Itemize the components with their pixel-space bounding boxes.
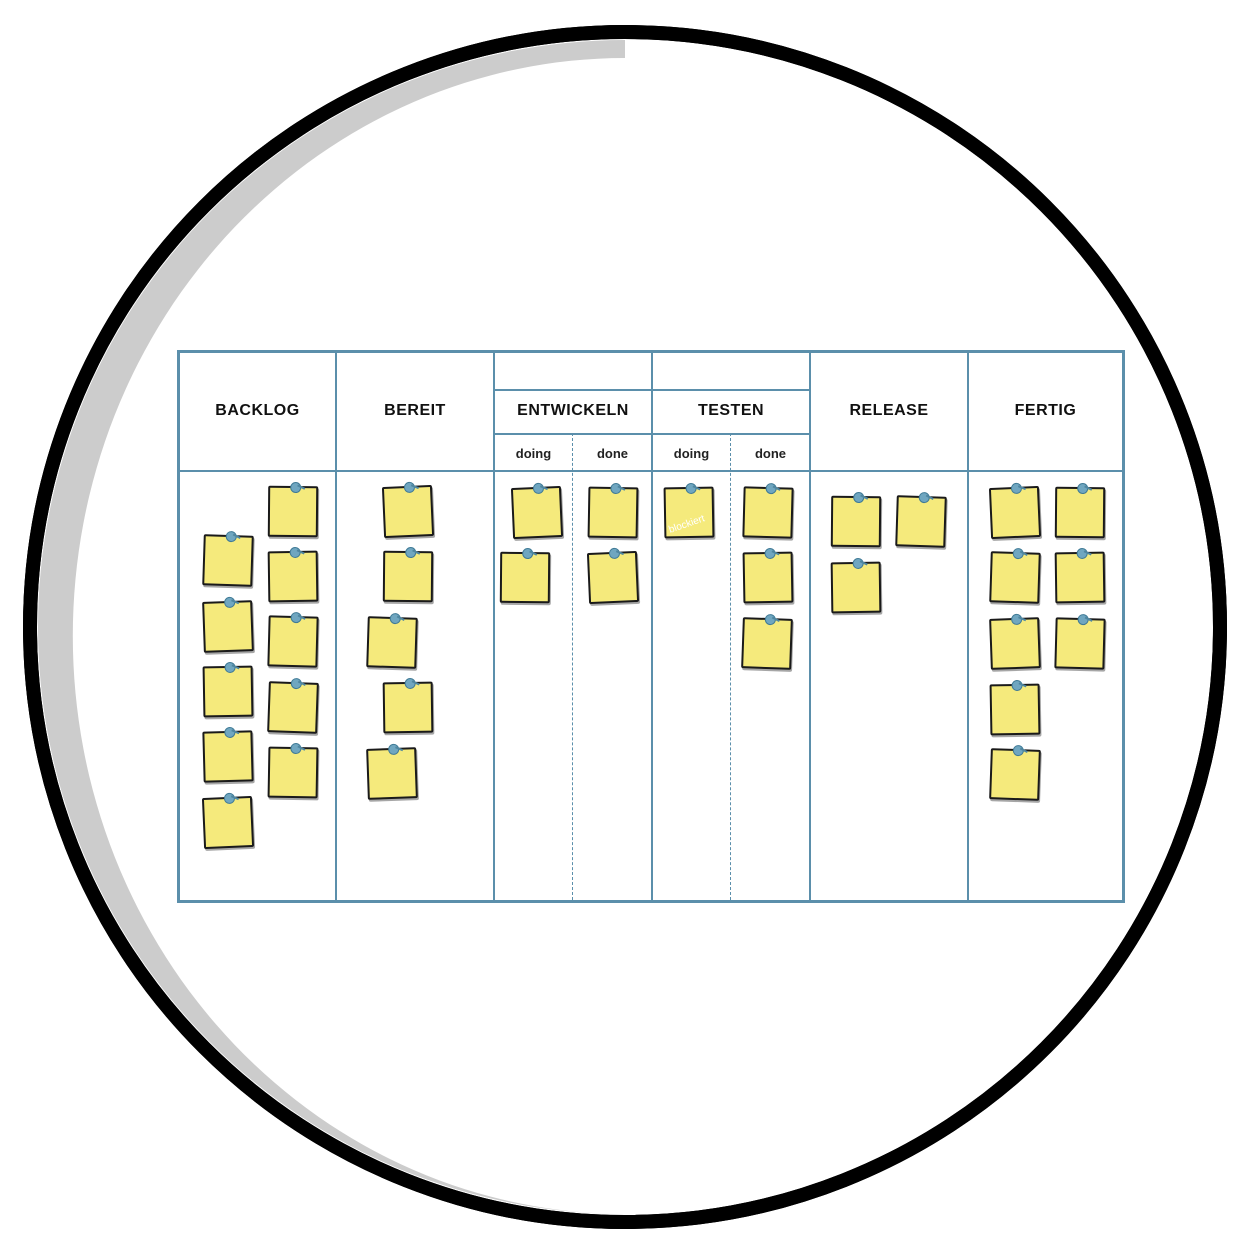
sticky-note[interactable] — [201, 792, 255, 850]
sticky-note[interactable] — [202, 726, 254, 783]
separator-bereit-entwickeln — [493, 353, 495, 900]
pushpin-icon — [1076, 547, 1088, 560]
sticky-note[interactable] — [267, 481, 319, 538]
frame-ring-outline — [23, 25, 1227, 1229]
sticky-note[interactable] — [510, 482, 564, 540]
sticky-note[interactable] — [741, 613, 793, 670]
pushpin-icon — [224, 726, 236, 739]
column-title-release: RELEASE — [849, 402, 929, 419]
pushpin-icon — [404, 677, 416, 690]
column-title-bereit: BEREIT — [384, 402, 446, 419]
pushpin-icon — [765, 482, 777, 495]
sticky-note[interactable] — [499, 547, 551, 604]
pushpin-icon — [403, 481, 416, 494]
sticky-note[interactable] — [267, 611, 319, 668]
column-title-entwickeln: ENTWICKELN — [517, 402, 629, 419]
sticky-note[interactable] — [202, 661, 254, 718]
pushpin-icon — [387, 743, 400, 756]
header-bottom-line — [180, 470, 1122, 472]
kanban-board: BACKLOG BEREIT ENTWICKELN TESTEN RELEASE… — [177, 350, 1125, 903]
pushpin-icon — [1077, 482, 1089, 495]
sticky-note[interactable] — [989, 613, 1041, 670]
pushpin-icon — [290, 611, 302, 624]
subcolumn-title-testen-done: done — [754, 446, 787, 461]
separator-backlog-bereit — [335, 353, 337, 900]
pushpin-icon — [1012, 547, 1024, 560]
subcolumn-title-entwickeln-doing: doing — [515, 446, 552, 461]
pushpin-icon — [389, 612, 401, 625]
sticky-note[interactable] — [742, 547, 794, 604]
subcolumn-title-entwickeln-done: done — [596, 446, 629, 461]
sticky-note[interactable] — [989, 744, 1041, 801]
sticky-note[interactable] — [830, 557, 882, 614]
pushpin-icon — [1012, 744, 1025, 757]
pushpin-icon — [290, 677, 303, 690]
pushpin-icon — [685, 482, 697, 495]
pushpin-icon — [224, 661, 236, 674]
sticky-note[interactable] — [202, 530, 254, 587]
sticky-note[interactable] — [895, 491, 947, 548]
sticky-note[interactable] — [830, 491, 882, 548]
pushpin-icon — [522, 547, 534, 560]
pushpin-icon — [223, 792, 236, 805]
entwickeln-top-line — [493, 389, 809, 391]
pushpin-icon — [610, 482, 622, 495]
sticky-note[interactable] — [587, 482, 639, 539]
pushpin-icon — [405, 546, 417, 559]
pushpin-icon — [225, 530, 237, 543]
pushpin-icon — [853, 491, 865, 504]
sticky-note[interactable] — [742, 482, 794, 539]
entwickeln-sub-line — [493, 433, 809, 435]
sticky-note[interactable] — [1054, 482, 1106, 539]
sticky-note[interactable] — [1054, 613, 1106, 670]
column-title-backlog: BACKLOG — [215, 402, 300, 419]
pushpin-icon — [532, 482, 545, 495]
sticky-note[interactable] — [382, 677, 434, 734]
pushpin-icon — [764, 547, 776, 560]
pushpin-icon — [608, 547, 621, 560]
sticky-note[interactable] — [366, 743, 418, 800]
separator-entwickeln-testen — [651, 353, 653, 900]
sticky-note[interactable] — [267, 677, 319, 734]
column-title-fertig: FERTIG — [1014, 402, 1077, 419]
entwickeln-subcolumn-divider — [572, 433, 573, 900]
sticky-note[interactable] — [586, 547, 640, 605]
pushpin-icon — [290, 481, 302, 494]
separator-release-fertig — [967, 353, 969, 900]
pushpin-icon — [764, 613, 777, 626]
sticky-note[interactable]: blockiert — [663, 482, 715, 539]
blocked-label: blockiert — [667, 513, 707, 536]
pushpin-icon — [1011, 679, 1023, 692]
sticky-note[interactable] — [267, 742, 319, 799]
pushpin-icon — [1010, 613, 1023, 626]
pushpin-icon — [918, 491, 930, 504]
sticky-note[interactable] — [988, 482, 1042, 540]
pushpin-icon — [223, 596, 236, 609]
pushpin-icon — [1077, 613, 1089, 626]
pushpin-icon — [1010, 482, 1023, 495]
pushpin-icon — [290, 742, 302, 755]
sticky-note[interactable] — [1054, 547, 1106, 604]
sticky-note[interactable] — [989, 547, 1041, 604]
column-title-testen: TESTEN — [697, 402, 765, 419]
pushpin-icon — [289, 546, 301, 559]
sticky-note[interactable] — [366, 612, 418, 669]
sticky-note[interactable] — [382, 546, 434, 603]
subcolumn-title-testen-doing: doing — [673, 446, 710, 461]
pushpin-icon — [852, 557, 864, 570]
testen-subcolumn-divider — [730, 433, 731, 900]
separator-testen-release — [809, 353, 811, 900]
sticky-note[interactable] — [267, 546, 319, 603]
sticky-note[interactable] — [202, 596, 254, 653]
sticky-note[interactable] — [381, 481, 435, 539]
sticky-note[interactable] — [989, 679, 1041, 736]
